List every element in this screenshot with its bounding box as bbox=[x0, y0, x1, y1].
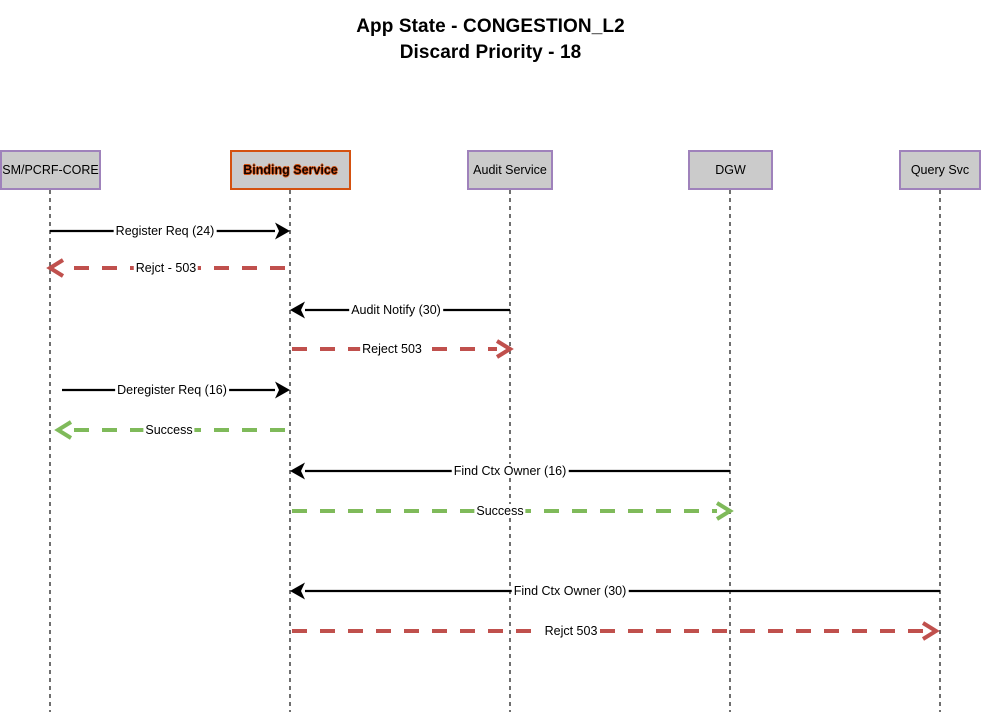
message-m10[interactable] bbox=[292, 621, 940, 641]
arrow-head-icon bbox=[46, 258, 65, 278]
message-label-m7: Find Ctx Owner (16) bbox=[451, 464, 569, 478]
participant-audit[interactable]: Audit Service bbox=[467, 150, 553, 190]
arrow-head-icon bbox=[290, 462, 305, 480]
message-label-m4: Reject 503 bbox=[360, 342, 424, 356]
participant-label: Audit Service bbox=[473, 163, 547, 177]
message-label-m2: Rejct - 503 bbox=[133, 261, 199, 275]
arrow-head-icon bbox=[54, 420, 73, 440]
participant-dgw[interactable]: DGW bbox=[688, 150, 773, 190]
message-m6[interactable] bbox=[54, 420, 285, 440]
message-label-m6: Success bbox=[143, 423, 195, 437]
arrow-head-icon bbox=[715, 501, 734, 521]
participant-query[interactable]: Query Svc bbox=[899, 150, 981, 190]
arrow-head-icon bbox=[921, 621, 940, 641]
message-label-m8: Success bbox=[474, 504, 526, 518]
participant-label: Binding Service bbox=[243, 163, 338, 177]
participant-sm[interactable]: SM/PCRF-CORE bbox=[0, 150, 101, 190]
participant-label: Query Svc bbox=[910, 163, 970, 177]
arrow-head-icon bbox=[275, 222, 290, 240]
message-label-m3: Audit Notify (30) bbox=[349, 303, 443, 317]
message-m2[interactable] bbox=[46, 258, 285, 278]
message-m8[interactable] bbox=[292, 501, 734, 521]
arrow-head-icon bbox=[275, 381, 290, 399]
arrow-head-icon bbox=[495, 339, 514, 359]
message-label-m10: Rejct 503 bbox=[542, 624, 600, 638]
arrow-head-icon bbox=[290, 582, 305, 600]
message-label-m1: Register Req (24) bbox=[113, 224, 217, 238]
participant-label: DGW bbox=[715, 163, 746, 177]
participant-label: SM/PCRF-CORE bbox=[2, 163, 99, 177]
arrow-head-icon bbox=[290, 301, 305, 319]
message-label-m5: Deregister Req (16) bbox=[115, 383, 229, 397]
participant-binding[interactable]: Binding Service bbox=[230, 150, 351, 190]
message-label-m9: Find Ctx Owner (30) bbox=[511, 584, 629, 598]
message-m4[interactable] bbox=[292, 339, 514, 359]
